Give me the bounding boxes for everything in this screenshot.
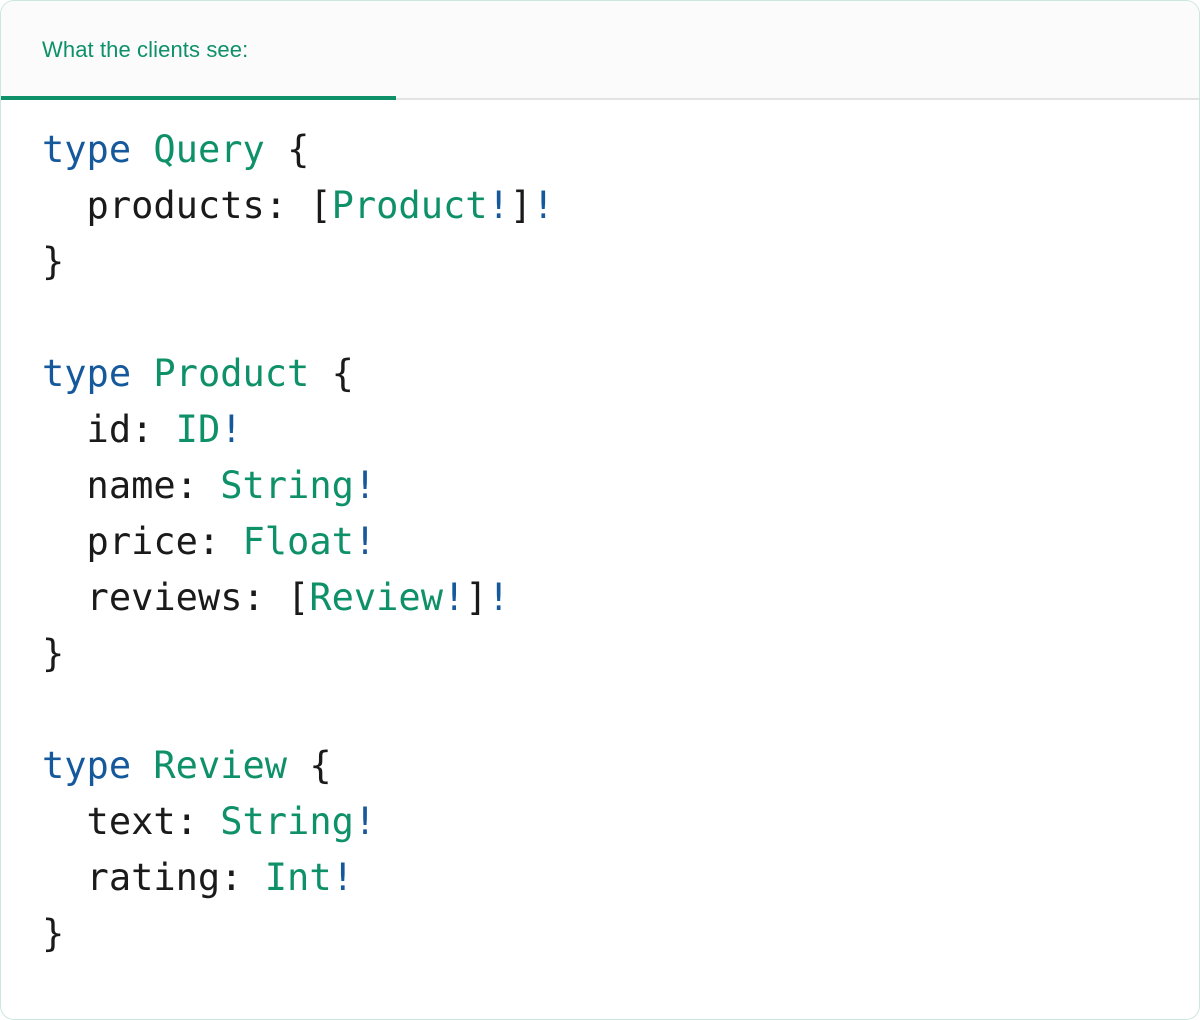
- code-line: type Review {: [42, 738, 1199, 794]
- code-token-punct: {: [287, 128, 310, 171]
- code-line: }: [42, 906, 1199, 962]
- code-token-sp: [131, 352, 153, 395]
- code-line: reviews: [Review!]!: [42, 570, 1199, 626]
- code-token-bang: !: [532, 184, 555, 227]
- code-token-bang: !: [331, 856, 354, 899]
- code-token-bang: !: [220, 408, 243, 451]
- code-token-field: text:: [42, 800, 198, 843]
- code-line: [42, 682, 1199, 738]
- code-line: name: String!: [42, 458, 1199, 514]
- code-token-type: Product: [331, 184, 488, 227]
- code-token-sp: [265, 576, 287, 619]
- code-token-sp: [242, 856, 264, 899]
- code-line: id: ID!: [42, 402, 1199, 458]
- code-token-field: rating:: [42, 856, 243, 899]
- code-token-punct: [: [309, 184, 332, 227]
- code-token-sp: [220, 520, 242, 563]
- code-token-bang: !: [353, 520, 377, 563]
- code-token-type: Review: [309, 576, 443, 619]
- code-token-field: price:: [42, 520, 221, 563]
- code-token-kw: type: [42, 744, 132, 787]
- tab-what-the-clients-see[interactable]: What the clients see:: [1, 1, 396, 100]
- code-token-punct: ]: [509, 184, 533, 227]
- code-token-sp: [198, 464, 220, 507]
- code-token-field: products:: [42, 184, 288, 227]
- code-token-type: Int: [264, 856, 332, 899]
- code-token-field: reviews:: [42, 576, 265, 619]
- code-line: }: [42, 234, 1199, 290]
- code-token-sp: [131, 744, 153, 787]
- code-token-sp: [287, 744, 309, 787]
- active-tab-indicator: [1, 96, 396, 100]
- code-token-punct: [: [287, 576, 310, 619]
- code-token-type: String: [220, 464, 354, 507]
- code-token-sp: [309, 352, 331, 395]
- code-token-bang: !: [487, 576, 510, 619]
- code-token-punct: {: [309, 744, 332, 787]
- code-token-bang: !: [353, 800, 377, 843]
- code-line: rating: Int!: [42, 850, 1199, 906]
- code-line: price: Float!: [42, 514, 1199, 570]
- tab-bar: What the clients see:: [1, 1, 1199, 100]
- code-token-sp: [131, 128, 153, 171]
- code-token-sp: [287, 184, 309, 227]
- code-line: [42, 290, 1199, 346]
- code-token-type: ID: [175, 408, 221, 451]
- code-token-type: Float: [242, 520, 354, 563]
- code-token-sp: [153, 408, 175, 451]
- code-token-punct: ]: [465, 576, 488, 619]
- code-token-type: Product: [153, 352, 310, 395]
- code-line: text: String!: [42, 794, 1199, 850]
- code-token-punct: {: [331, 352, 354, 395]
- code-token-kw: type: [42, 352, 132, 395]
- code-token-sp: [265, 128, 287, 171]
- code-token-bang: !: [487, 184, 510, 227]
- code-line: }: [42, 626, 1199, 682]
- code-area: type Query { products: [Product!]!} type…: [1, 100, 1199, 962]
- code-line: type Query {: [42, 122, 1199, 178]
- code-token-punct: }: [42, 632, 65, 675]
- graphql-schema-code[interactable]: type Query { products: [Product!]!} type…: [1, 100, 1199, 962]
- code-token-type: Query: [153, 128, 265, 171]
- code-token-bang: !: [442, 576, 466, 619]
- code-token-kw: type: [42, 128, 132, 171]
- code-token-type: Review: [153, 744, 288, 787]
- code-token-punct: }: [42, 912, 65, 955]
- code-token-type: String: [220, 800, 354, 843]
- code-token-field: name:: [42, 464, 198, 507]
- tab-label: What the clients see:: [42, 36, 249, 62]
- code-token-punct: }: [42, 240, 65, 283]
- code-token-sp: [198, 800, 220, 843]
- code-line: products: [Product!]!: [42, 178, 1199, 234]
- code-line: type Product {: [42, 346, 1199, 402]
- code-token-bang: !: [353, 464, 377, 507]
- code-token-field: id:: [42, 408, 154, 451]
